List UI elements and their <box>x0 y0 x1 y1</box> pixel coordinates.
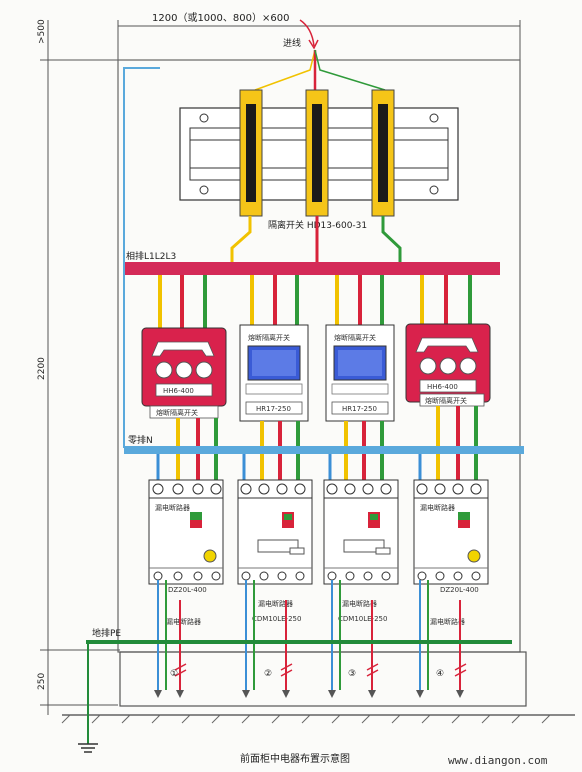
breaker-2-model: CDM10LE-250 <box>252 615 301 623</box>
cable-arrows <box>154 690 464 698</box>
phase-busbar <box>124 262 500 275</box>
fuse-switch-2-label: 熔断隔离开关 <box>248 333 290 342</box>
body-height-dimension: 2200 <box>37 357 47 380</box>
breaker-3-label: 漏电断路器 <box>342 599 377 608</box>
fuse-switch-4-model: HH6-400 <box>427 383 458 391</box>
isolator-output-wires <box>230 216 402 262</box>
fuse-switch-3-label: 熔断隔离开关 <box>334 333 376 342</box>
breaker-4: 漏电断路器 DZ20L-400 <box>413 479 489 594</box>
breaker-2 <box>237 479 313 585</box>
fuse-switch-2: 熔断隔离开关 HR17-250 <box>239 324 309 422</box>
neutral-riser <box>123 67 160 448</box>
breaker-3-model: CDM10LE-250 <box>338 615 387 623</box>
breaker-4-model: DZ20L-400 <box>440 586 479 594</box>
breaker-1-label: 漏电断路器 <box>166 617 201 626</box>
incoming-label: 进线 <box>283 37 301 49</box>
neutral-busbar-label: 零排N <box>128 434 153 446</box>
breaker-1-model: DZ20L-400 <box>168 586 207 594</box>
base-height-dimension: 250 <box>37 673 47 690</box>
switch-supply-wires <box>158 275 472 328</box>
breaker-3 <box>323 479 399 585</box>
fuse-switch-3-model: HR17-250 <box>342 405 377 413</box>
neutral-busbar <box>124 446 524 454</box>
breaker-4-title: 漏电断路器 <box>420 503 455 512</box>
diagram-caption: 前面柜中电器布置示意图 <box>240 752 350 765</box>
dimension-lines <box>40 20 521 715</box>
fuse-switch-2-model: HR17-250 <box>256 405 291 413</box>
incoming-wires <box>254 19 386 91</box>
site-watermark: www.diangon.com <box>448 754 548 767</box>
cabinet-base <box>119 651 527 707</box>
isolator-blade-L2 <box>305 89 329 217</box>
breaker-2-label: 漏电断路器 <box>258 599 293 608</box>
fuse-switch-1: HH6-400 熔断隔离开关 <box>141 327 227 419</box>
cable-cut-marks <box>174 663 467 677</box>
ground-busbar <box>86 640 512 644</box>
ground-busbar-label: 地排PE <box>92 627 121 639</box>
top-height-dimension: >500 <box>37 19 47 44</box>
isolator-switch <box>179 89 459 217</box>
isolator-blade-L1 <box>239 89 263 217</box>
width-dimension: 1200（或1000、800）×600 <box>152 12 289 24</box>
circuit-3-number: ③ <box>348 669 356 679</box>
ground-hatching <box>61 714 551 724</box>
fuse-switch-4: HH6-400 熔断隔离开关 <box>405 323 491 407</box>
fuse-switch-1-model: HH6-400 <box>163 387 194 395</box>
neutral-drops <box>156 454 422 480</box>
fuse-switch-3: 熔断隔离开关 HR17-250 <box>325 324 395 422</box>
isolator-blade-L3 <box>371 89 395 217</box>
breaker-1: 漏电断路器 DZ20L-400 <box>148 479 224 594</box>
breaker-1-title: 漏电断路器 <box>155 503 190 512</box>
circuit-1-number: ① <box>170 669 178 679</box>
breaker-4-label: 漏电断路器 <box>430 617 465 626</box>
earth-symbol <box>78 743 98 753</box>
fuse-switch-4-label: 熔断隔离开关 <box>425 396 467 405</box>
outgoing-cables <box>157 580 461 690</box>
circuit-4-number: ④ <box>436 669 444 679</box>
fuse-switch-1-label: 熔断隔离开关 <box>156 408 198 417</box>
circuit-2-number: ② <box>264 669 272 679</box>
phase-busbar-label: 相排L1L2L3 <box>126 250 176 262</box>
